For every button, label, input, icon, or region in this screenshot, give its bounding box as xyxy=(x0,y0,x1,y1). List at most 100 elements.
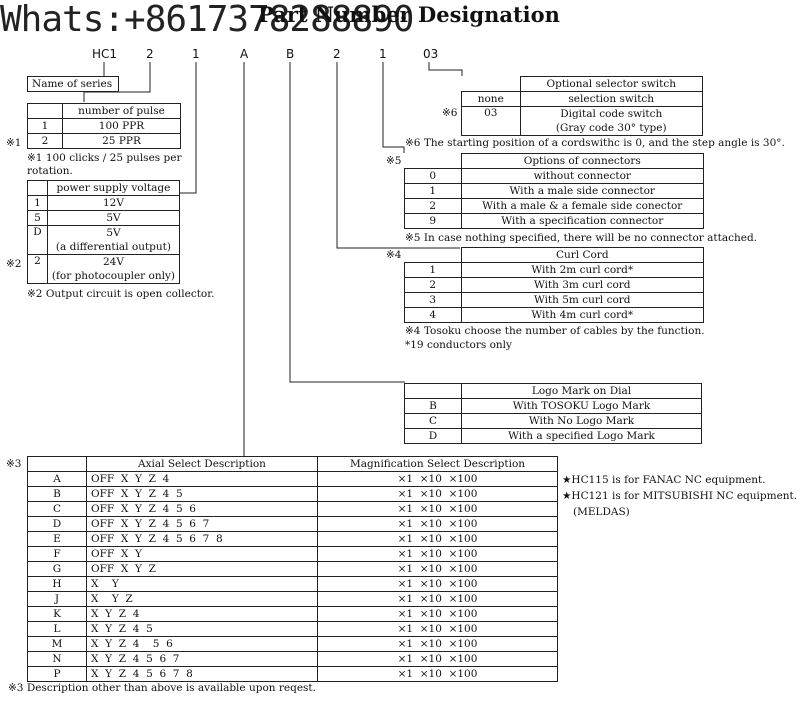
axial-description: OFF X Y xyxy=(86,546,318,562)
line-logo xyxy=(289,62,405,383)
axial-description: X Y Z 4 5 xyxy=(86,621,318,637)
connector-mark: ※5 xyxy=(386,155,402,167)
axial-table: Axial Select Description Magnification S… xyxy=(27,456,558,682)
curl-mark: ※4 xyxy=(386,249,402,261)
pulse-note: ※1 100 clicks / 25 pulses per xyxy=(27,152,182,164)
curl-header: Curl Cord xyxy=(460,247,704,263)
axial-code: E xyxy=(27,531,87,547)
table-row: (a differential output) xyxy=(28,240,181,255)
connector-note: ※5 In case nothing specified, there will… xyxy=(405,232,758,244)
magnification-description: ×1 ×10 ×100 xyxy=(317,591,558,607)
line-voltage xyxy=(180,62,197,194)
voltage-header: power supply voltage xyxy=(46,180,181,196)
magnification-header: Magnification Select Description xyxy=(317,456,558,472)
magnification-description: ×1 ×10 ×100 xyxy=(317,666,558,682)
segment-selector: 03 xyxy=(423,47,439,61)
line-selector xyxy=(428,62,463,76)
axial-code: J xyxy=(27,591,87,607)
axial-description: OFF X Y Z 4 xyxy=(86,471,318,487)
magnification-description: ×1 ×10 ×100 xyxy=(317,501,558,517)
selector-mark: ※6 xyxy=(442,107,458,119)
axial-code: C xyxy=(27,501,87,517)
axial-description: OFF X Y Z 4 5 xyxy=(86,486,318,502)
magnification-description: ×1 ×10 ×100 xyxy=(317,546,558,562)
axial-code: H xyxy=(27,576,87,592)
axial-description: X Y Z 4 xyxy=(86,606,318,622)
side-note-hc115: ★HC115 is for FANAC NC equipment. xyxy=(562,474,766,486)
segment-series: HC1 xyxy=(92,47,118,61)
axial-description: OFF X Y Z 4 5 6 xyxy=(86,501,318,517)
axial-description: X Y Z 4 5 6 7 xyxy=(86,651,318,667)
table-row: number of pulse xyxy=(27,103,181,119)
segment-voltage: 1 xyxy=(192,47,200,61)
voltage-note: ※2 Output circuit is open collector. xyxy=(27,288,215,300)
axial-code: M xyxy=(27,636,87,652)
pulse-mark: ※1 xyxy=(6,137,22,149)
table-row: Curl Cord xyxy=(404,247,704,263)
axial-description: OFF X Y Z 4 5 6 7 8 xyxy=(86,531,318,547)
axial-code: B xyxy=(27,486,87,502)
table-row: Options of connectors xyxy=(404,153,704,169)
curl-note: ※4 Tosoku choose the number of cables by… xyxy=(405,325,705,337)
series-box: Name of series xyxy=(27,76,119,92)
axial-code: L xyxy=(27,621,87,637)
line-connector xyxy=(382,62,405,153)
line-pulse xyxy=(83,62,151,102)
segment-logo: B xyxy=(286,47,295,61)
selector-note: ※6 The starting position of a cordswithc… xyxy=(405,137,785,149)
connector-header: Options of connectors xyxy=(460,153,704,169)
magnification-description: ×1 ×10 ×100 xyxy=(317,651,558,667)
axial-description: X Y Z xyxy=(86,591,318,607)
segment-curl: 2 xyxy=(333,47,341,61)
axial-header: Axial Select Description xyxy=(86,456,318,472)
magnification-description: ×1 ×10 ×100 xyxy=(317,636,558,652)
table-row: (Gray code 30° type) xyxy=(462,121,703,136)
magnification-description: ×1 ×10 ×100 xyxy=(317,561,558,577)
axial-description: X Y Z 4 5 6 7 8 xyxy=(86,666,318,682)
table-row: (for photocoupler only) xyxy=(28,269,181,284)
axial-code: A xyxy=(27,471,87,487)
page-title: Part Number Designation xyxy=(258,2,560,27)
axial-code: F xyxy=(27,546,87,562)
segment-pulse: 2 xyxy=(146,47,154,61)
series-label: Name of series xyxy=(27,76,119,92)
axial-description: X Y Z 4 5 6 xyxy=(86,636,318,652)
side-note-hc121: ★HC121 is for MITSUBISHI NC equipment. xyxy=(562,490,798,502)
table-row: Optional selector switch xyxy=(461,76,703,92)
voltage-mark: ※2 xyxy=(6,258,22,270)
pulse-header: number of pulse xyxy=(62,103,181,119)
